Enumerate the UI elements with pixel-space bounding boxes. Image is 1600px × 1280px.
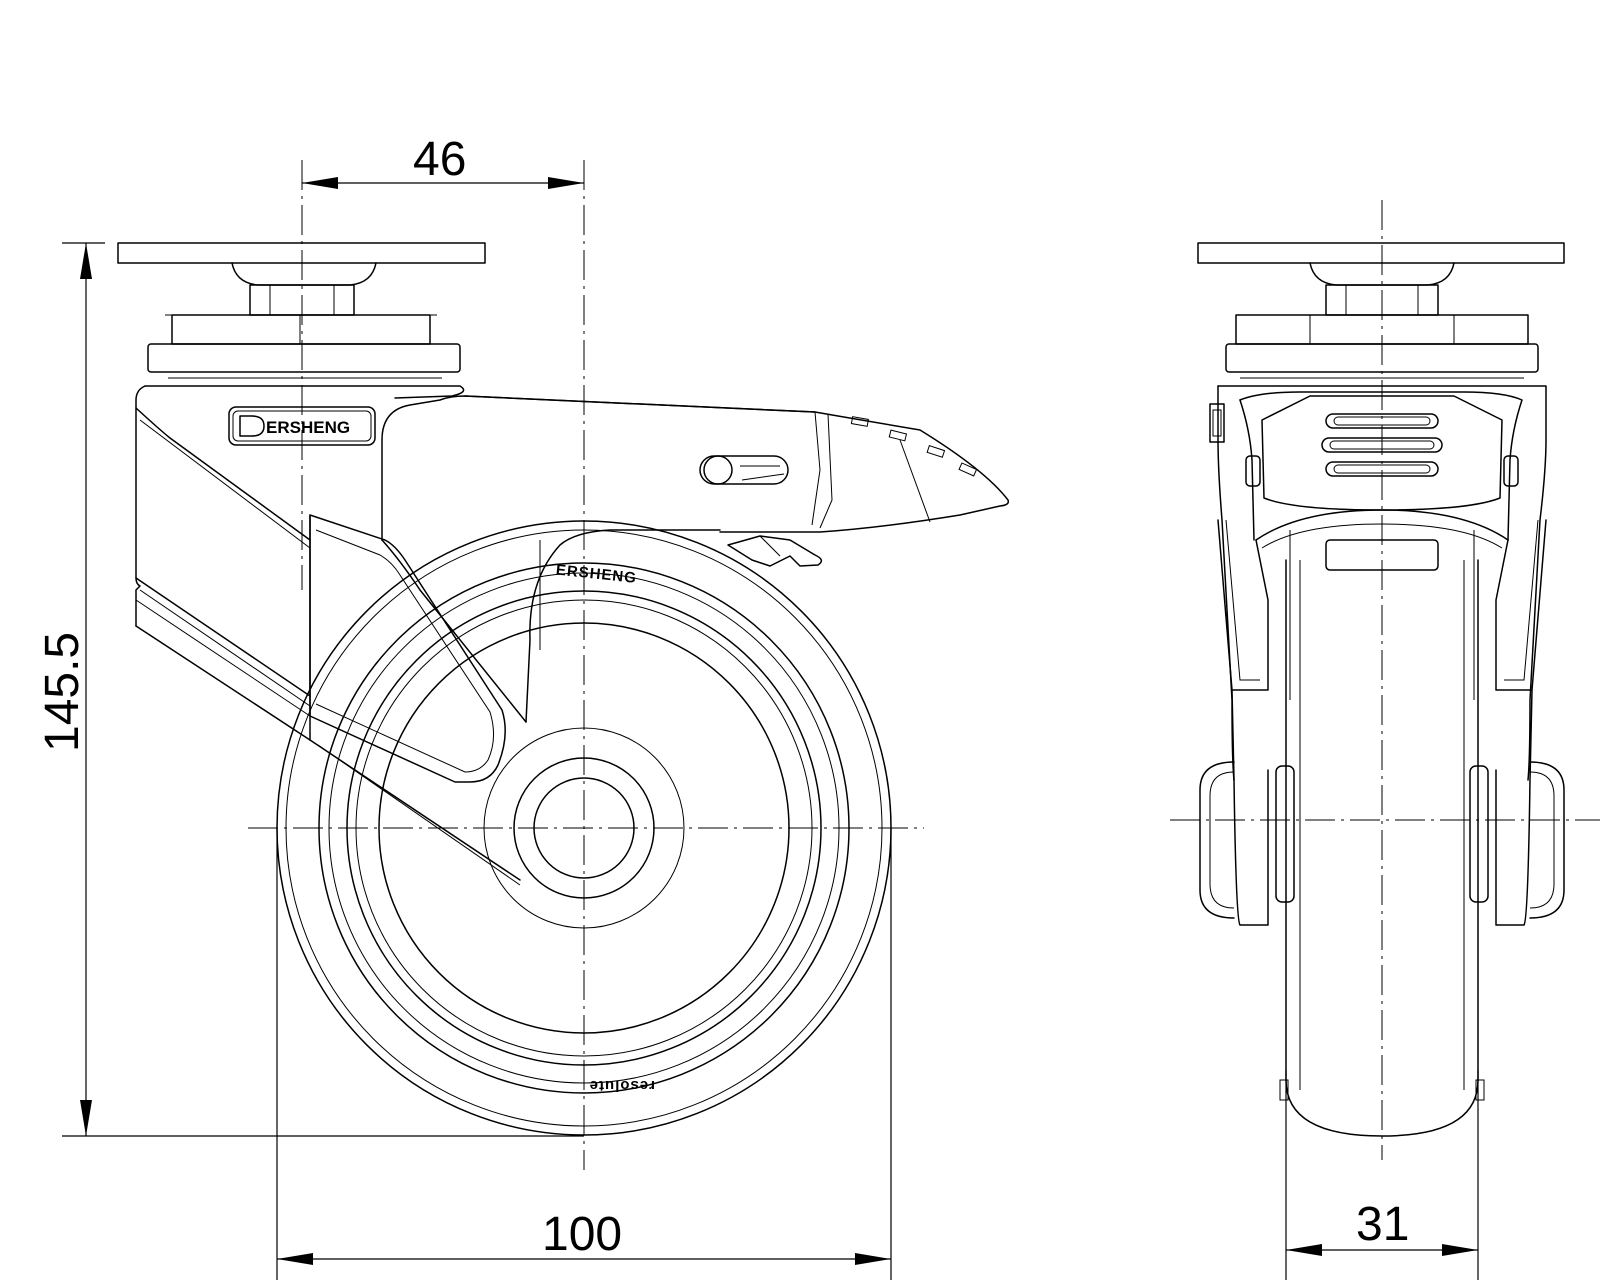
dimension-145-5: 145.5 (36, 242, 584, 1137)
dimension-46-label: 46 (413, 133, 466, 186)
logo-text: ERSHENG (266, 418, 350, 437)
wheel-brand-text: ERSHENG (555, 561, 638, 586)
side-view: ERSHENG (36, 133, 1010, 1280)
dimension-100-label: 100 (542, 1208, 622, 1261)
dimension-31-label: 31 (1356, 1198, 1409, 1251)
front-center-lines (1170, 200, 1600, 1160)
dimension-46: 46 (302, 133, 584, 189)
side-fork-body (135, 385, 816, 886)
front-top-plate (1197, 242, 1565, 379)
side-center-lines (248, 160, 924, 1170)
dimension-145-5-label: 145.5 (36, 632, 89, 752)
tread-mark-text: resolute (589, 1077, 655, 1094)
dimension-31: 31 (1285, 1070, 1479, 1280)
front-view: 31 (1170, 200, 1600, 1280)
side-brake-pedal (464, 395, 1010, 567)
dimension-100: 100 (276, 828, 892, 1280)
